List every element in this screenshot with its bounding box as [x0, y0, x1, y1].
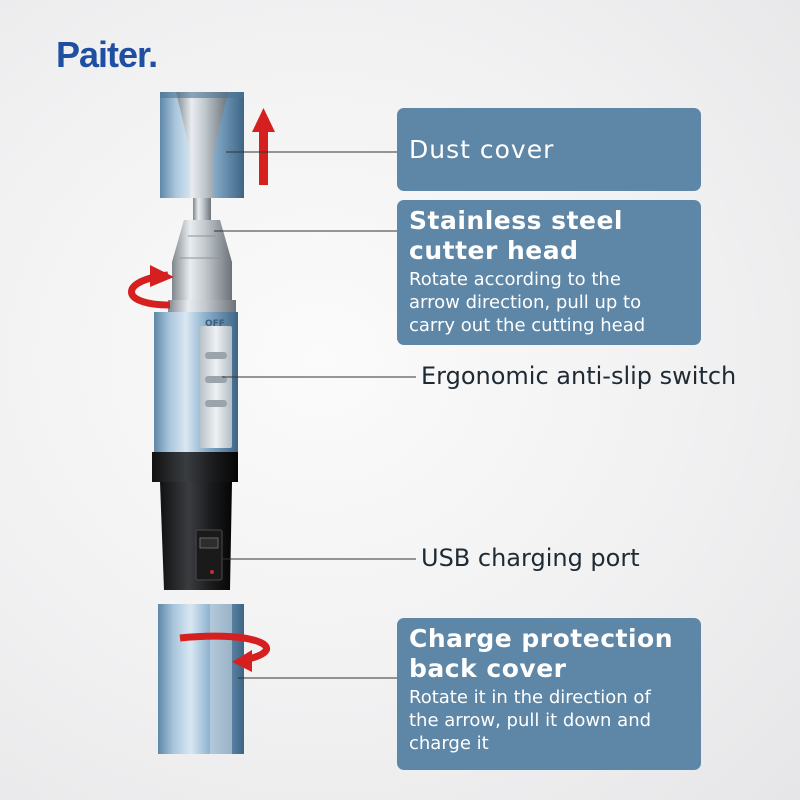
leader-lines	[214, 151, 416, 679]
cutter-head-callout: Stainless steel cutter head Rotate accor…	[397, 200, 701, 345]
back-cover-title-line1: Charge protection	[409, 624, 674, 653]
rotate-arrow-icon	[128, 265, 174, 309]
dust-cover-title: Dust cover	[409, 135, 555, 164]
back-cover-title-line2: back cover	[409, 654, 567, 683]
switch-label: Ergonomic anti-slip switch	[421, 362, 737, 390]
back-cover-callout: Charge protection back cover Rotate it i…	[397, 618, 701, 770]
back-cover-desc-line1: Rotate it in the direction of	[409, 687, 651, 708]
back-cover-part	[158, 604, 244, 754]
cutter-head-part	[168, 198, 236, 312]
cutter-head-title-line1: Stainless steel	[409, 206, 623, 235]
usb-port-label: USB charging port	[421, 544, 640, 572]
pull-up-arrow-icon	[252, 108, 275, 185]
main-body-part	[154, 312, 238, 452]
dust-cover-callout: Dust cover	[397, 108, 701, 191]
usb-handle-part	[152, 452, 238, 590]
cutter-head-desc-line2: arrow direction, pull up to	[409, 292, 642, 313]
rotate-down-arrow-icon	[179, 632, 271, 672]
back-cover-desc-line2: the arrow, pull it down and	[409, 710, 652, 731]
brand-logo: Paiter.	[56, 34, 158, 75]
cutter-head-title-line2: cutter head	[409, 236, 579, 265]
back-cover-desc-line3: charge it	[409, 733, 489, 754]
switch-off-label: OFF	[205, 319, 225, 329]
dust-cover-part	[160, 92, 244, 198]
cutter-head-desc-line3: carry out the cutting head	[409, 315, 646, 336]
cutter-head-desc-line1: Rotate according to the	[409, 269, 621, 290]
